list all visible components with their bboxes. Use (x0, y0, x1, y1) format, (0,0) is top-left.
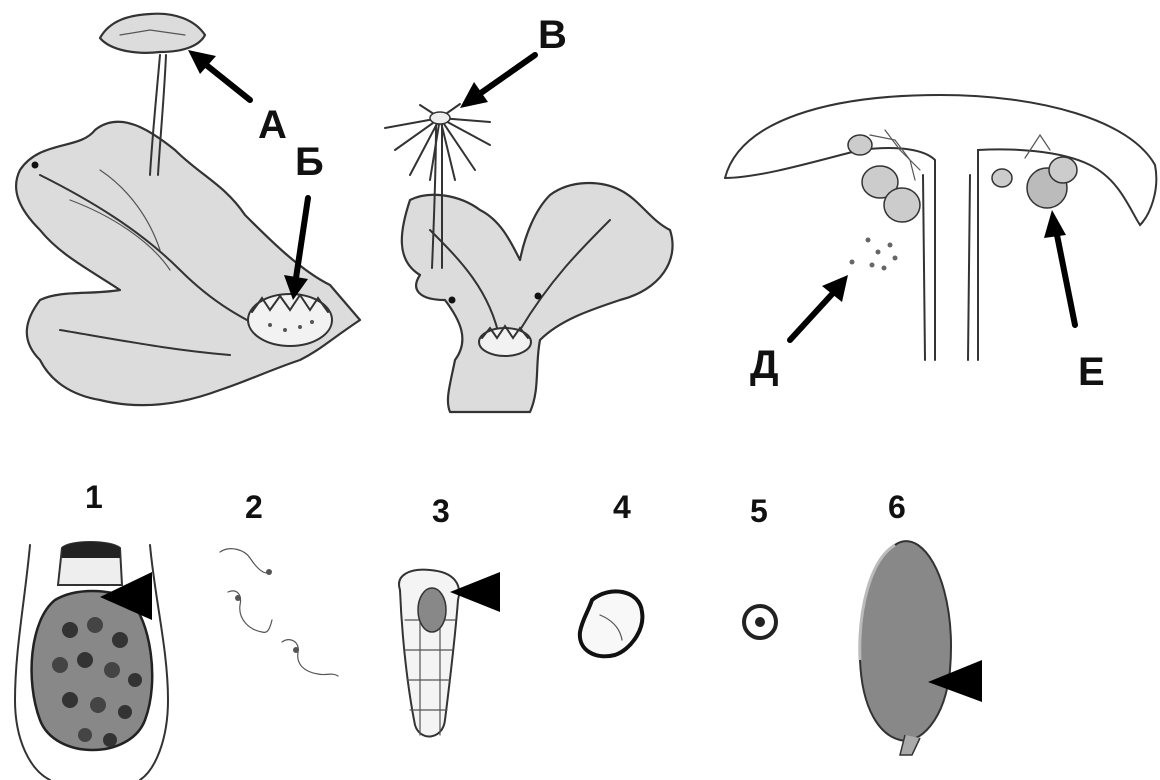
figure-5-spore (744, 606, 776, 638)
figure-1-capsule (15, 542, 168, 780)
number-2: 2 (245, 489, 263, 525)
label-v: В (538, 13, 567, 57)
number-4: 4 (613, 489, 631, 525)
label-d: Д (750, 343, 779, 387)
gemma-cup-middle (479, 326, 531, 356)
figure-3-archegonium (399, 570, 500, 737)
label-d-arrow (790, 275, 848, 340)
male-receptacle-v (385, 104, 490, 180)
figure-2-sperm (220, 549, 338, 676)
number-6: 6 (888, 489, 906, 525)
gemma-cup (248, 294, 332, 346)
number-3: 3 (432, 493, 450, 529)
number-1: 1 (85, 479, 103, 515)
label-e: Е (1078, 350, 1105, 394)
label-b: Б (295, 140, 324, 184)
label-a: А (258, 103, 287, 147)
label-v-arrow (460, 55, 535, 108)
receptacle-section (725, 95, 1156, 360)
figure-6-antheridium (860, 541, 982, 755)
number-5: 5 (750, 493, 768, 529)
female-receptacle-a (100, 14, 205, 53)
spores-d (850, 238, 898, 271)
label-a-arrow (188, 50, 250, 100)
archegonia-left (848, 130, 920, 222)
archegonia-right (992, 135, 1077, 208)
label-e-arrow (1044, 210, 1075, 325)
figure-4-gemma (580, 591, 643, 656)
